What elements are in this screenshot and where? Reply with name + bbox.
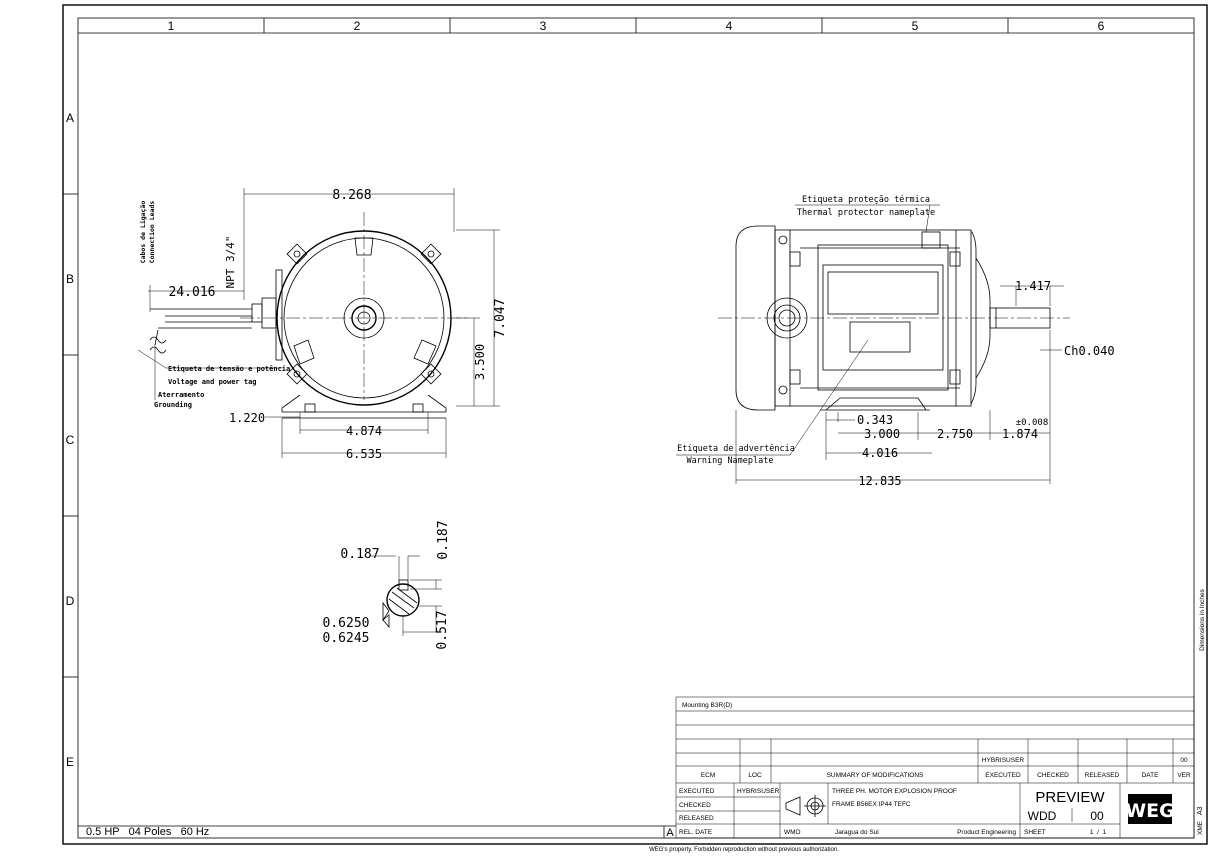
- dim-key-height: 0.187: [436, 520, 451, 559]
- motor-spec-line: 0.5 HP 04 Poles 60 Hz: [86, 826, 209, 838]
- row-label-a: A: [66, 111, 74, 125]
- header-ecm: ECM: [701, 772, 715, 779]
- column-label-5: 5: [912, 19, 919, 33]
- weg-logo: WEG: [1125, 794, 1175, 824]
- location-label: Jaragua do Sul: [835, 829, 879, 836]
- label-ground-en: Grounding: [154, 401, 192, 409]
- label-leads-en: Connection Leads: [148, 201, 156, 264]
- header-summary: SUMMARY OF MODIFICATIONS: [827, 772, 924, 779]
- department-label: Product Engineering: [957, 829, 1016, 836]
- column-label-1: 1: [168, 19, 175, 33]
- description-line-2: FRAME B56EX IP44 TEFC: [832, 801, 911, 808]
- column-dividers: [263, 18, 1009, 33]
- npt-thread-label: NPT 3/4": [224, 236, 237, 289]
- weg-logo-text: WEG: [1125, 800, 1175, 822]
- dimensions-note: Dimensions in Inches: [1199, 588, 1206, 651]
- dim-shaft-height: 3.500: [473, 344, 487, 380]
- mounting-foot: [281, 394, 447, 419]
- row-label-b: B: [66, 272, 74, 286]
- rev-version: 00: [1180, 757, 1188, 764]
- sheet-label: SHEET: [1024, 829, 1046, 836]
- description-line-1: THREE PH. MOTOR EXPLOSION PROOF: [832, 788, 957, 795]
- doc-version: 00: [1090, 809, 1104, 823]
- mounting-label: Mounting B3R(D): [682, 702, 732, 709]
- projection-symbol: [785, 795, 826, 817]
- xme-code: XME: [1197, 820, 1204, 835]
- row-label-c: C: [66, 433, 75, 447]
- executed-label: EXECUTED: [679, 788, 715, 795]
- column-label-6: 6: [1098, 19, 1105, 33]
- column-label-3: 3: [540, 19, 547, 33]
- rev-executed-user: HYBRISUSER: [982, 757, 1025, 764]
- side-dimension-lines: [676, 204, 1064, 484]
- label-tag-en: Voltage and power tag: [168, 378, 257, 386]
- label-warning-en: Warning Nameplate: [687, 456, 774, 466]
- released-label: RELEASED: [679, 815, 714, 822]
- shaft-center: [357, 311, 371, 325]
- label-thermal-pt: Etiqueta proteção térmica: [802, 194, 930, 205]
- dim-frame-width: 8.268: [332, 188, 371, 203]
- label-warning-pt: Etiqueta de advertência: [677, 443, 795, 454]
- dim-base-width: 6.535: [346, 447, 382, 461]
- dim-diameter-min: 0.6245: [323, 631, 370, 646]
- side-body: [735, 225, 1051, 411]
- dim-foot-spacing: 4.874: [346, 424, 382, 438]
- dim-shaft-length: 1.417: [1015, 279, 1051, 293]
- header-ver: VER: [1177, 772, 1191, 779]
- column-label-2: 2: [354, 19, 361, 33]
- shaft-key-detail: 0.187 0.187 0.6250 0.6245 0.517: [323, 520, 451, 649]
- bolt-lugs: [286, 243, 442, 385]
- vent-features: [293, 237, 437, 365]
- dim-foot-offset: 1.220: [229, 411, 265, 425]
- dim-overall-height: 7.047: [493, 298, 508, 337]
- rel-date-label: REL. DATE: [679, 829, 713, 836]
- dim-3000: 3.000: [864, 427, 900, 441]
- header-executed: EXECUTED: [985, 772, 1021, 779]
- row-dividers: [63, 193, 78, 678]
- label-leads-pt: Cabos de Ligação: [139, 201, 147, 264]
- dim-chamfer: Ch0.040: [1064, 344, 1115, 358]
- dim-lead-length: 24.016: [169, 285, 216, 300]
- side-view: Etiqueta proteção térmica Thermal protec…: [676, 194, 1115, 488]
- frame-outline: [276, 230, 452, 406]
- dim-0343: 0.343: [857, 413, 893, 427]
- dim-key-depth: 0.517: [435, 610, 450, 649]
- label-tag-pt: Etiqueta de tensão e potência: [168, 365, 290, 373]
- column-label-4: 4: [726, 19, 733, 33]
- row-label-e: E: [66, 755, 74, 769]
- title-block: Mounting B3R(D) HYBRISUSER 00 ECM LOC SU…: [675, 696, 1195, 839]
- dim-2750: 2.750: [937, 427, 973, 441]
- dim-tolerance: ±0.008: [1016, 418, 1049, 428]
- wmo-label: WMO: [784, 829, 801, 836]
- lead-entry: [149, 269, 283, 361]
- sheet-value: 1 / 1: [1090, 829, 1107, 836]
- header-date: DATE: [1142, 772, 1160, 779]
- header-checked: CHECKED: [1037, 772, 1069, 779]
- front-view: 8.268 7.047 3.500 24.016 NPT 3/4" 1.220 …: [137, 188, 508, 461]
- sheet-letter: A: [666, 827, 674, 839]
- front-dimension-lines: [137, 188, 500, 458]
- outer-border: [62, 4, 1208, 845]
- sheet-size-code: A3: [1197, 806, 1204, 815]
- doc-code: WDD: [1028, 809, 1057, 823]
- shaft-boss: [343, 297, 385, 339]
- dim-1874: 1.874: [1002, 427, 1038, 441]
- preview-stamp: PREVIEW: [1035, 789, 1105, 806]
- row-label-d: D: [66, 594, 75, 608]
- label-ground-pt: Aterramento: [158, 391, 204, 399]
- header-loc: LOC: [748, 772, 762, 779]
- copyright-footer: WEG's property. Forbidden reproduction w…: [649, 847, 839, 853]
- dim-overall-length: 12.835: [858, 474, 901, 488]
- label-thermal-en: Thermal protector nameplate: [797, 208, 935, 218]
- dim-4016: 4.016: [862, 446, 898, 460]
- shaft-circle: [351, 305, 377, 331]
- header-released: RELEASED: [1085, 772, 1120, 779]
- dim-diameter-max: 0.6250: [323, 616, 370, 631]
- executed-by: HYBRISUSER: [737, 788, 780, 795]
- checked-label: CHECKED: [679, 802, 711, 809]
- dim-key-width: 0.187: [340, 547, 379, 562]
